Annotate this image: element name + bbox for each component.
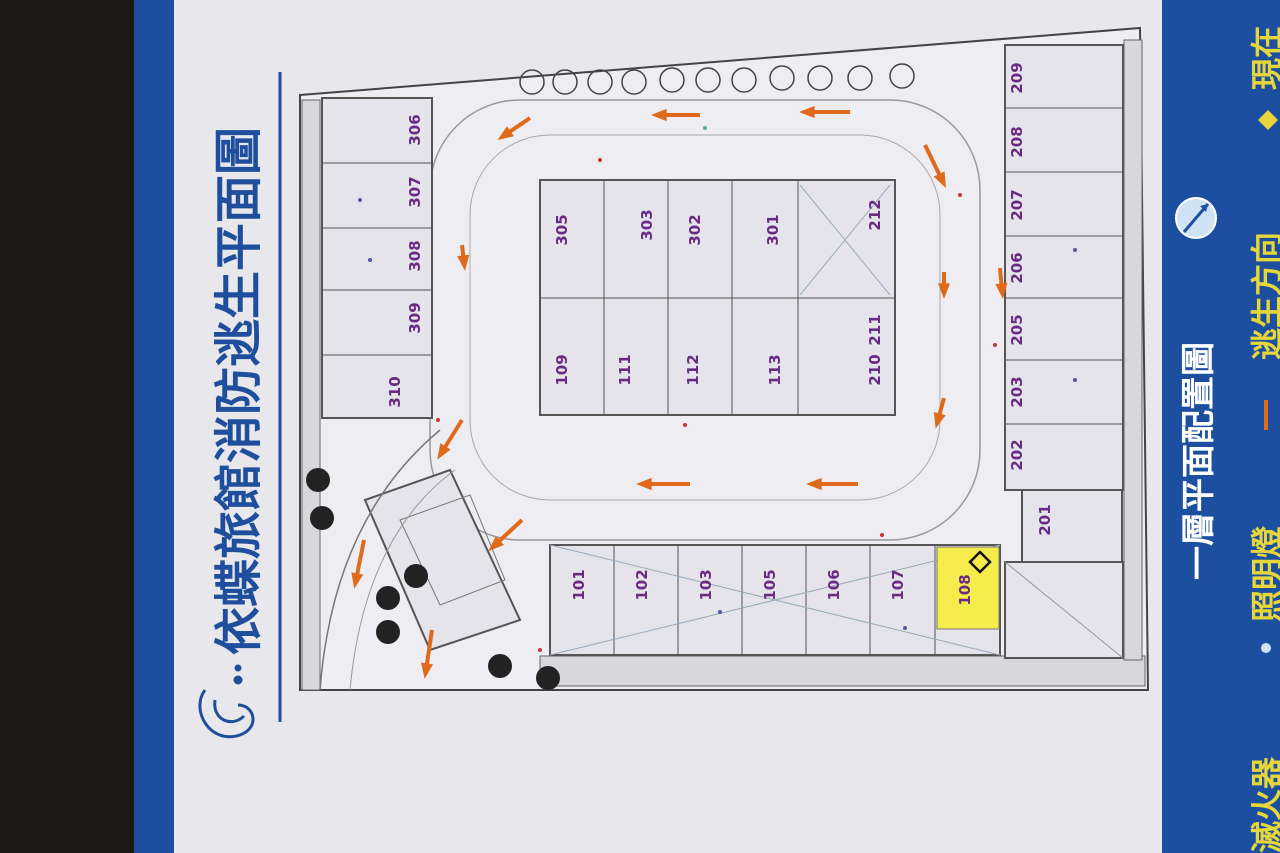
compass-icon [1175,197,1217,239]
room-number-210: 210 [866,354,884,385]
evacuation-arrow [354,539,366,581]
legend-current-location: 現在 [1248,26,1280,90]
room-number-105: 105 [761,569,779,600]
legend-plan-title: 一層平面配置圖 [1179,342,1219,580]
evacuation-arrow-head [799,105,815,119]
room-number-201: 201 [1036,504,1054,535]
room-number-109: 109 [553,354,571,385]
evacuation-arrow-head [806,477,822,491]
swirl-logo [198,664,255,739]
room-number-212: 212 [866,199,884,230]
evacuation-arrow-head [636,477,652,491]
legend-current-group: 現在 [1248,26,1280,90]
room-number-106: 106 [825,569,843,600]
evacuation-arrow-head [437,443,451,460]
room-number-202: 202 [1008,439,1026,470]
legend-plan-title-group: 一層平面配置圖 [1179,342,1219,580]
evacuation-arrow-head [488,536,504,552]
room-number-103: 103 [697,569,715,600]
room-number-102: 102 [633,569,651,600]
evacuation-arrow-head [457,254,470,271]
room-labels: 101 102 103 105 106 107 108 109 111 112 113 209 208 2… [386,62,1054,605]
room-number-306: 306 [406,114,424,145]
current-location-marker [968,550,992,574]
evacuation-arrow-head [651,108,667,122]
room-number-301: 301 [764,214,782,245]
room-number-108: 108 [956,574,974,605]
evacuation-arrow-head [937,283,951,299]
room-number-113: 113 [766,354,784,385]
legend-evac-group: 逃生方向 [1248,232,1280,360]
legend-band [1162,0,1280,853]
room-number-302: 302 [686,214,704,245]
evacuation-arrows [351,105,1008,679]
room-number-205: 205 [1008,314,1026,345]
marker-dots [358,126,1077,652]
poster-title: 依蝶旅館消防逃生平面圖 [211,127,267,655]
legend-emergency-light: 照明燈 [1248,526,1280,622]
room-number-209: 209 [1008,62,1026,93]
legend-evacuation-direction: 逃生方向 [1248,232,1280,360]
legend-current-marker-icon [1258,110,1278,130]
trees-top-row [519,63,915,95]
room-number-303: 303 [638,209,656,240]
room-number-107: 107 [889,569,907,600]
legend-light-group: 照明燈 [1248,526,1280,622]
evacuation-arrow-head [497,126,514,141]
room-number-307: 307 [406,176,424,207]
evacuation-arrow-head [933,411,946,429]
floor-plan [299,26,1150,691]
room-number-203: 203 [1008,376,1026,407]
left-blue-stripe [134,0,174,853]
room-number-111: 111 [616,354,634,385]
room-number-207: 207 [1008,189,1026,220]
evacuation-arrow-head [933,171,946,189]
room-number-305: 305 [553,214,571,245]
evacuation-arrow-head [420,662,433,679]
room-number-112: 112 [684,354,702,385]
legend-extinguisher-group: 滅火器 [1248,756,1280,853]
legend-extinguisher: 滅火器 [1248,756,1280,853]
room-number-211: 211 [866,314,884,345]
shrubs [306,468,560,690]
room-number-310: 310 [386,376,404,407]
evacuation-arrow-head [351,572,364,589]
evacuation-arrow [424,629,434,671]
evacuation-arrow-head [995,282,1008,299]
legend-dot-icon [1261,643,1271,653]
room-number-308: 308 [406,240,424,271]
room-number-101: 101 [570,569,588,600]
room-number-206: 206 [1008,252,1026,283]
room-number-208: 208 [1008,126,1026,157]
room-number-309: 309 [406,302,424,333]
title-group: 依蝶旅館消防逃生平面圖 [211,127,267,655]
